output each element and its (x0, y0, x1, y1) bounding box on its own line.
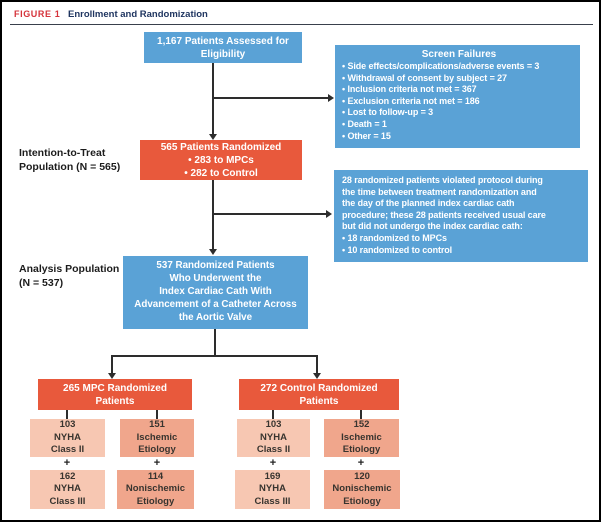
screen-failure-item: • Other = 15 (342, 130, 391, 141)
box-mpc-nonischemic-etiology: 114 Nonischemic Etiology (117, 470, 194, 509)
screen-failure-item: • Death = 1 (342, 118, 387, 129)
protocol-violation-line: procedure; these 28 patients received us… (342, 209, 546, 220)
figure-number-label: FIGURE 1 (14, 9, 61, 19)
protocol-violation-line: the day of the planned index cardiac cat… (342, 198, 515, 209)
label-analysis-population: Analysis Population (N = 537) (19, 263, 120, 289)
arrow-split-to-control (316, 355, 318, 373)
box-protocol-violation: 28 randomized patients violated protocol… (334, 170, 588, 262)
arrowhead-randomized-to-analysis (209, 249, 217, 255)
screen-failure-item: • Lost to follow-up = 3 (342, 107, 434, 118)
protocol-violation-line: 28 randomized patients violated protocol… (342, 175, 543, 185)
screen-failure-item: • Inclusion criteria not met = 367 (342, 84, 477, 95)
arrowhead-to-screen-failures (328, 94, 334, 102)
arrow-split-to-mpc (111, 355, 113, 373)
protocol-violation-line: but did not undergo the index cardiac ca… (342, 221, 523, 232)
protocol-violation-line: the time between treatment randomization… (342, 186, 537, 197)
box-screen-failures: Screen Failures • Side effects/complicat… (335, 45, 580, 148)
box-control-randomized: 272 Control Randomized Patients (239, 379, 399, 410)
screen-failures-title: Screen Failures (421, 49, 497, 60)
box-randomized-565: 565 Patients Randomized • 283 to MPCs • … (140, 140, 302, 180)
header-divider (10, 24, 593, 25)
box-mpc-ischemic-etiology: 151 Ischemic Etiology (120, 419, 194, 457)
box-control-nyha-class-ii: 103 NYHA Class II (237, 419, 310, 457)
arrow-to-protocol-violation (213, 213, 326, 215)
protocol-violation-line: • 10 randomized to control (342, 244, 453, 255)
figure-title: Enrollment and Randomization (68, 9, 208, 20)
box-mpc-nyha-class-ii: 103 NYHA Class II (30, 419, 105, 457)
screen-failure-item: • Exclusion criteria not met = 186 (342, 95, 480, 106)
connector-split-horizontal (111, 355, 318, 357)
arrowhead-split-to-control (313, 373, 321, 379)
connector-mpc-to-nyha2 (66, 410, 68, 419)
plus-sign-control-etiology: + (357, 457, 365, 469)
arrowhead-to-protocol-violation (326, 210, 332, 218)
screen-failure-item: • Side effects/complications/adverse eve… (342, 61, 540, 71)
label-itt-population: Intention-to-Treat Population (N = 565) (19, 147, 121, 173)
screen-failure-item: • Withdrawal of consent by subject = 27 (342, 72, 507, 83)
connector-mpc-to-ischemic (156, 410, 158, 419)
arrow-to-screen-failures (213, 97, 328, 99)
box-mpc-randomized: 265 MPC Randomized Patients (38, 379, 192, 410)
box-control-nonischemic-etiology: 120 Nonischemic Etiology (324, 470, 400, 509)
connector-control-to-nyha2 (272, 410, 274, 419)
box-control-ischemic-etiology: 152 Ischemic Etiology (324, 419, 399, 457)
arrowhead-split-to-mpc (108, 373, 116, 379)
box-randomized-537: 537 Randomized Patients Who Underwent th… (123, 256, 308, 329)
plus-sign-control-nyha: + (269, 457, 277, 469)
protocol-violation-line: • 18 randomized to MPCs (342, 232, 447, 243)
plus-sign-mpc-nyha: + (63, 457, 71, 469)
box-assessed-eligibility: 1,167 Patients Assessed for Eligibility (144, 32, 302, 63)
arrowhead-assessed-to-randomized (209, 134, 217, 140)
plus-sign-mpc-etiology: + (153, 457, 161, 469)
box-control-nyha-class-iii: 169 NYHA Class III (235, 470, 310, 509)
box-mpc-nyha-class-iii: 162 NYHA Class III (30, 470, 105, 509)
connector-control-to-ischemic (360, 410, 362, 419)
connector-analysis-to-split (214, 329, 216, 357)
